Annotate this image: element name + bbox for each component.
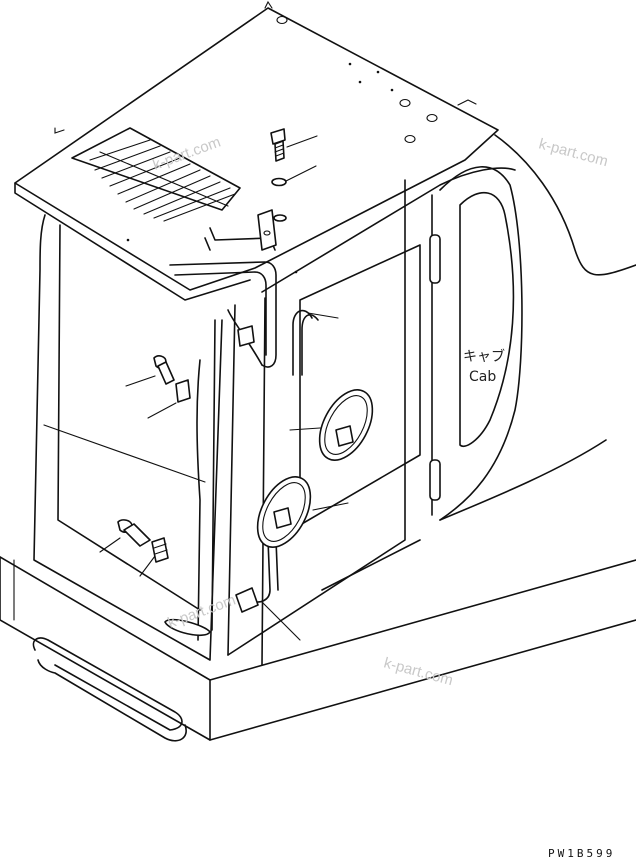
cab-left-window: [33, 214, 223, 661]
watermark-2: k-part.com: [537, 135, 610, 170]
drawing-code: PW1B599: [548, 847, 615, 860]
bolt-left-lower: [117, 519, 151, 547]
cab-rear-body: [439, 134, 636, 521]
bolt-left-upper: [153, 355, 175, 385]
cab-step: [32, 637, 187, 742]
watermark-1: k-part.com: [151, 134, 223, 174]
roof-holes: [126, 15, 438, 274]
clip-left-upper: [175, 379, 191, 403]
roof-vent: [71, 127, 241, 222]
cab-base: [0, 556, 636, 741]
watermark-4: k-part.com: [382, 654, 455, 689]
bolt-and-washer: [270, 128, 287, 222]
clamp-pillar: [237, 325, 255, 347]
cab-door: [429, 166, 523, 521]
cab-pillar: [211, 297, 266, 666]
clamp-base-left: [164, 618, 211, 637]
roof-bracket: [257, 209, 277, 251]
cab-label-jp: キャブ: [463, 348, 505, 365]
clip-left-lower: [151, 537, 169, 563]
reflector-upper: [318, 389, 374, 461]
leader-lines: [99, 135, 349, 641]
reflector-lower: [256, 476, 312, 548]
cab-roof: [14, 0, 499, 301]
cab-label-en: Cab: [469, 369, 496, 385]
clamp-base: [235, 587, 259, 613]
